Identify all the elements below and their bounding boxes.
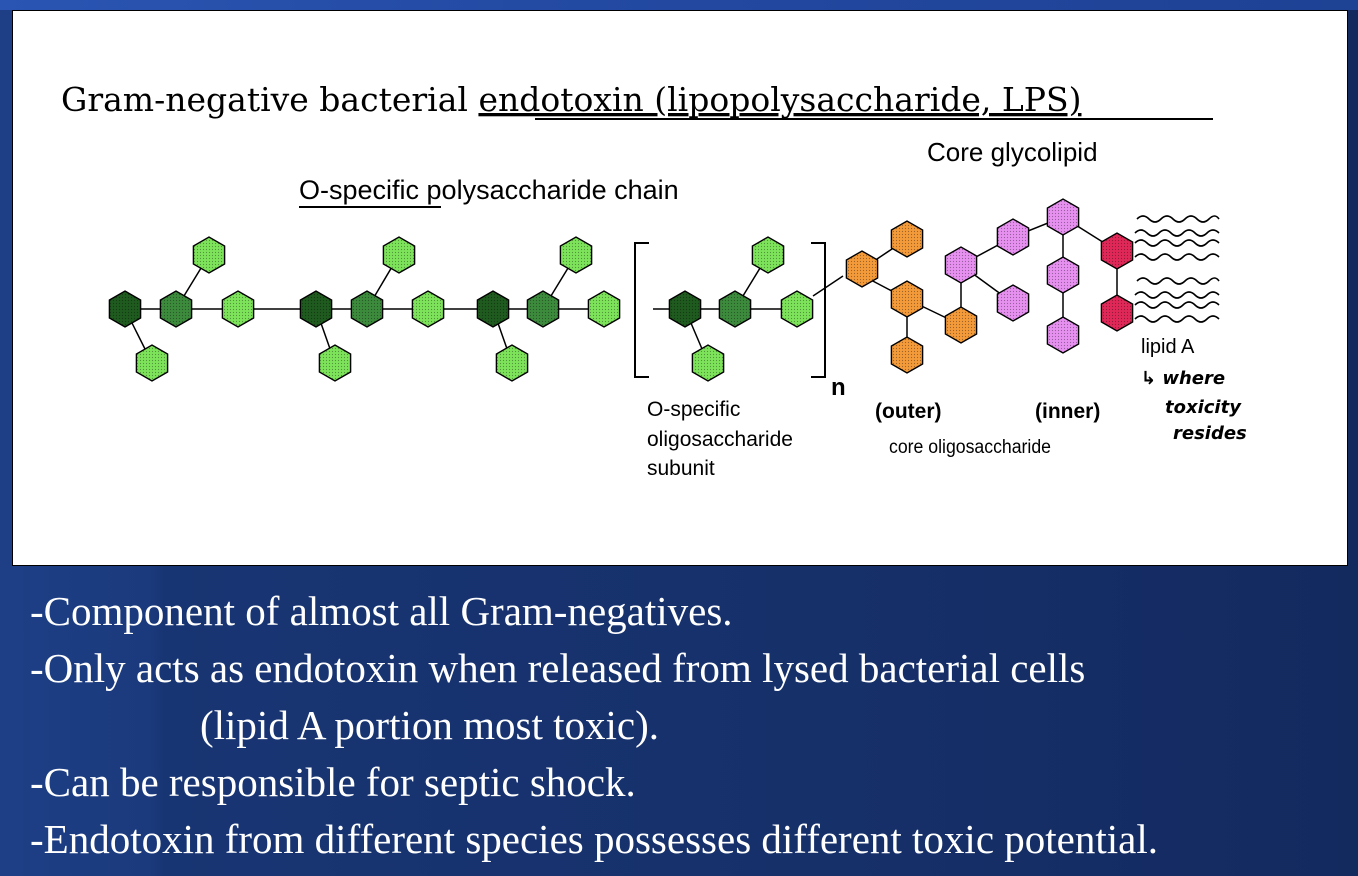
slide-top-strip (0, 0, 1358, 10)
hexose-dark-ring-texture (300, 291, 332, 327)
hexose-dark-ring-texture (669, 291, 701, 327)
diagram-panel: Gram-negative bacterial endotoxin (lipop… (12, 10, 1348, 566)
inner-core-sugar-ring-texture (1047, 199, 1079, 235)
right-bracket (811, 242, 826, 378)
bullet-2-continuation: (lipid A portion most toxic). (200, 702, 659, 748)
left-bracket (634, 242, 649, 378)
outer-core-sugar-ring-texture (891, 337, 923, 373)
bullet-3: -Can be responsible for septic shock. (30, 759, 636, 805)
bullet-list: -Component of almost all Gram-negatives.… (30, 583, 1350, 868)
hexose-dark-ring-texture (109, 291, 141, 327)
inner-core-sugar-ring-texture (997, 285, 1029, 321)
hexose-light-ring-texture (383, 237, 415, 273)
hexose-light-ring-texture (496, 345, 528, 381)
lipid-a-glucosamine-ring-texture (1101, 233, 1133, 269)
hexose-light-ring-texture (222, 291, 254, 327)
inner-core-sugar-ring-texture (945, 247, 977, 283)
outer-core-sugar-ring-texture (846, 251, 878, 287)
hexose-light-ring-texture (781, 291, 813, 327)
hexose-dark-ring-texture (477, 291, 509, 327)
outer-core-label: (outer) (875, 400, 942, 423)
hexose-mid-ring-texture (527, 291, 559, 327)
lipid-a-glucosamine-ring-texture (1101, 295, 1133, 331)
hexose-light-ring-texture (136, 345, 168, 381)
lps-structure-diagram: Gram-negative bacterial endotoxin (lipop… (61, 80, 1247, 480)
core-glycolipid-label: Core glycolipid (927, 137, 1098, 167)
inner-core-sugar-ring-texture (997, 219, 1029, 255)
lipid-a-label: lipid A (1141, 336, 1195, 358)
inner-core-sugar-ring-texture (1047, 257, 1079, 293)
hexose-light-ring-texture (193, 237, 225, 273)
bullet-1: -Component of almost all Gram-negatives. (30, 588, 733, 634)
handwritten-note: ↳ where toxicity resides (1141, 368, 1247, 444)
bullet-2: -Only acts as endotoxin when released fr… (30, 645, 1086, 691)
subunit-label: O-specific oligosaccharide subunit (647, 398, 799, 480)
hexose-light-ring-texture (588, 291, 620, 327)
fatty-acid-chains (1134, 215, 1220, 323)
diagram-title: Gram-negative bacterial endotoxin (lipop… (61, 80, 1081, 119)
outer-core-sugar-ring-texture (891, 281, 923, 317)
hexose-mid-ring-texture (160, 291, 192, 327)
hexose-light-ring-texture (752, 237, 784, 273)
hexose-mid-ring-texture (719, 291, 751, 327)
hexose-light-ring-texture (319, 345, 351, 381)
hexose-light-ring-texture (560, 237, 592, 273)
sugar-rings (108, 198, 1134, 382)
inner-core-sugar-ring-texture (1047, 317, 1079, 353)
inner-core-label: (inner) (1035, 400, 1100, 423)
o-specific-chain-label: O-specific polysaccharide chain (299, 175, 679, 205)
repeat-brackets (634, 242, 826, 378)
outer-core-sugar-ring-texture (945, 307, 977, 343)
outer-core-sugar-ring-texture (891, 221, 923, 257)
hexose-mid-ring-texture (351, 291, 383, 327)
core-oligosaccharide-label: core oligosaccharide (889, 437, 1051, 458)
glycosidic-bonds (111, 216, 1118, 364)
bullet-4: -Endotoxin from different species posses… (30, 816, 1158, 862)
hexose-light-ring-texture (412, 291, 444, 327)
repeat-n-label: n (831, 374, 846, 401)
hexose-light-ring-texture (692, 345, 724, 381)
